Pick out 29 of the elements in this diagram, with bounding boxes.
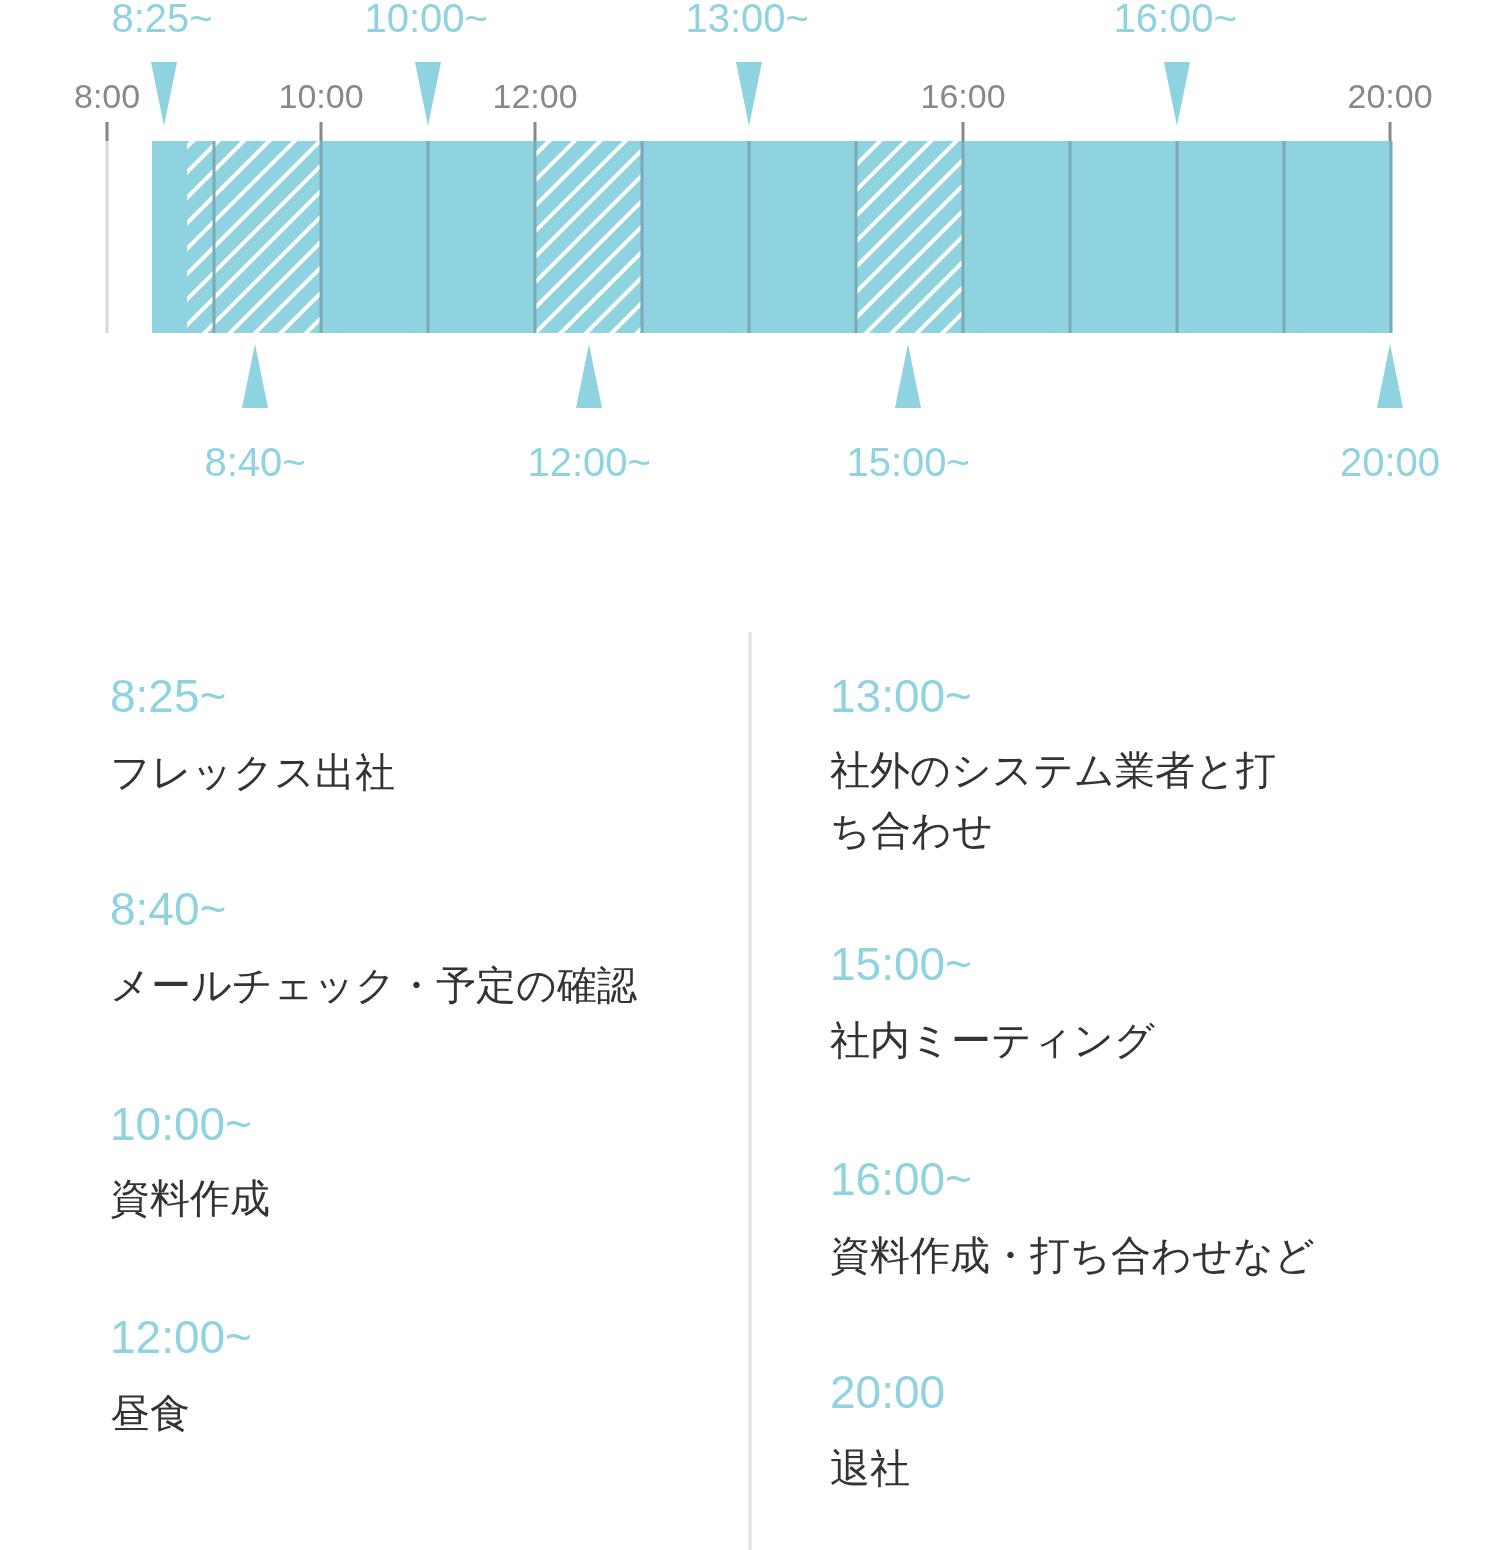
time-label: 13:00~ <box>685 0 809 42</box>
time-label: 15:00~ <box>846 439 970 486</box>
tick-label: 10:00 <box>278 75 364 117</box>
tick-label: 20:00 <box>1347 75 1433 117</box>
activity-text: 資料作成・打ち合わせなど <box>830 1232 1315 1279</box>
time-label: 8:40~ <box>110 882 227 938</box>
activity-text: 退社 <box>830 1445 910 1492</box>
time-label: 8:40~ <box>204 439 306 486</box>
tick-label: 8:00 <box>74 75 141 117</box>
activity-text: メールチェック・予定の確認 <box>110 962 637 1009</box>
activity-text: 社内ミーティング <box>830 1017 1155 1064</box>
activity-text: 社外のシステム業者と打ち合わせ <box>830 747 1277 854</box>
activity-text: フレックス出社 <box>110 749 395 796</box>
time-label: 15:00~ <box>830 937 972 993</box>
time-label: 10:00~ <box>110 1097 252 1153</box>
activity-text: 昼食 <box>110 1390 190 1437</box>
time-label: 20:00 <box>830 1365 946 1421</box>
activity-text: 資料作成 <box>110 1175 270 1222</box>
tick-label: 12:00 <box>492 75 578 117</box>
time-label: 8:25~ <box>111 0 213 42</box>
time-label: 16:00~ <box>1113 0 1237 42</box>
time-label: 12:00~ <box>110 1310 252 1366</box>
time-label: 16:00~ <box>830 1152 972 1208</box>
time-label: 20:00 <box>1340 439 1441 486</box>
time-label: 10:00~ <box>364 0 488 42</box>
time-label: 12:00~ <box>527 439 651 486</box>
tick-label: 16:00 <box>920 75 1006 117</box>
time-label: 8:25~ <box>110 669 227 725</box>
time-label: 13:00~ <box>830 669 972 725</box>
